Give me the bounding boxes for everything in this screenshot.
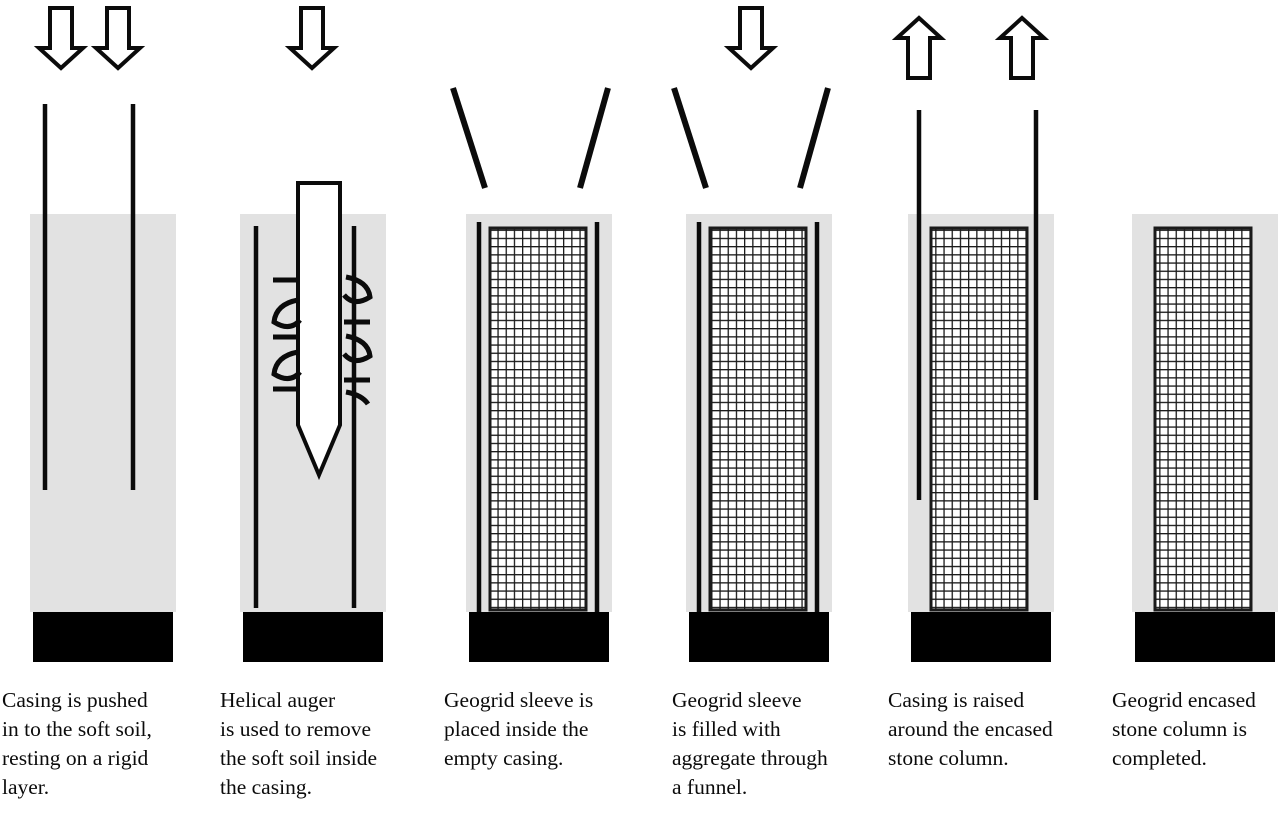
stage-1: Casing is pushed in to the soft soil, re…	[0, 0, 196, 827]
rigid-layer-block	[243, 612, 383, 662]
helical-auger-icon	[271, 181, 373, 481]
stage-5-caption: Casing is raised around the encased ston…	[888, 688, 1053, 770]
stage-5-figure	[886, 0, 1082, 680]
stage-6-figure	[1110, 0, 1280, 680]
rigid-layer-block	[911, 612, 1051, 662]
funnel-wall-right	[797, 87, 831, 189]
stage-2: Helical auger is used to remove the soft…	[212, 0, 408, 827]
stage-5: Casing is raised around the encased ston…	[886, 0, 1082, 827]
stage-2-figure	[212, 0, 408, 680]
funnel-wall-left	[450, 87, 488, 189]
soft-soil-block	[30, 214, 176, 612]
stage-4-figure	[662, 0, 858, 680]
stage-3-figure	[440, 0, 636, 680]
rigid-layer-block	[689, 612, 829, 662]
geogrid-sleeve	[488, 226, 588, 612]
rigid-layer-block	[469, 612, 609, 662]
down-arrow-icon	[90, 6, 146, 71]
stage-1-figure	[0, 0, 196, 680]
rigid-layer-block	[33, 612, 173, 662]
funnel-wall-right	[577, 87, 611, 189]
stage-3-caption: Geogrid sleeve is placed inside the empt…	[444, 688, 594, 770]
completed-stone-column	[1153, 226, 1253, 612]
stage-4-caption: Geogrid sleeve is filled with aggregate …	[672, 688, 828, 799]
geogrid-sleeve	[708, 226, 808, 612]
down-arrow-icon	[33, 6, 89, 71]
rigid-layer-block	[1135, 612, 1275, 662]
stage-1-caption: Casing is pushed in to the soft soil, re…	[2, 688, 152, 799]
down-arrow-icon	[284, 6, 340, 71]
up-arrow-icon	[994, 15, 1050, 80]
stage-6-caption: Geogrid encased stone column is complete…	[1112, 688, 1256, 770]
up-arrow-icon	[891, 15, 947, 80]
stage-3: Geogrid sleeve is placed inside the empt…	[440, 0, 636, 827]
stage-2-caption: Helical auger is used to remove the soft…	[220, 688, 378, 799]
encased-stone-column	[929, 226, 1029, 612]
stage-4: Geogrid sleeve is filled with aggregate …	[662, 0, 858, 827]
down-arrow-icon	[723, 6, 779, 71]
funnel-wall-left	[671, 87, 709, 189]
stage-6: Geogrid encased stone column is complete…	[1110, 0, 1280, 827]
